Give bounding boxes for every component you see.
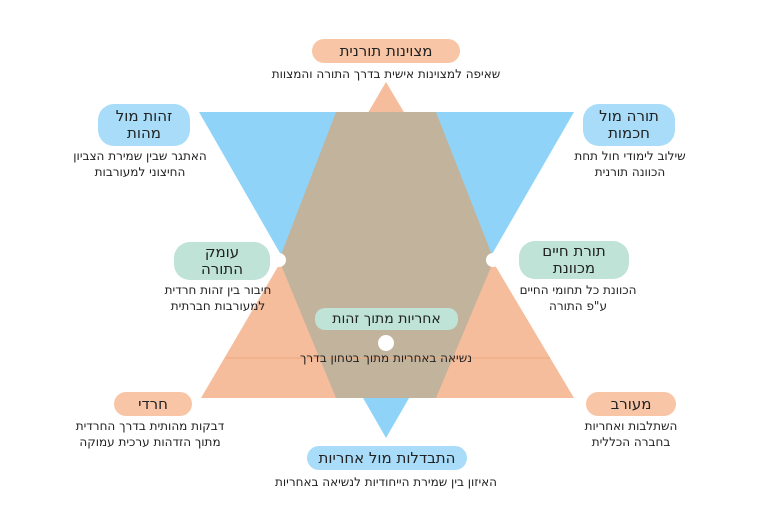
left-node xyxy=(272,253,286,267)
bottom-right-description: השתלבות ואחריות בחברה הכללית xyxy=(584,419,678,449)
mid-left-description: חיבור בין זהות חרדית למעורבות חברתית xyxy=(164,283,272,313)
top-label: מצוינות תורנית xyxy=(312,39,460,63)
top-right-description: שילוב לימודי חול תחת הכוונה תורנית xyxy=(574,149,686,179)
mid-left-label: עומק התורה xyxy=(174,242,270,280)
center-node xyxy=(378,335,394,351)
bottom-right-label: מעורב xyxy=(586,392,676,416)
top-left-description: האתגר שבין שמירת הצביון החיצוני למעורבות xyxy=(73,149,207,179)
bottom-label: התבדלות מול אחריות xyxy=(307,446,467,470)
mid-right-label: תורת חיים מכוונת xyxy=(519,241,629,279)
bottom-description: האיזון בין שמירת הייחודיות לנשיאה באחריו… xyxy=(275,475,497,489)
mid-right-description: הכוונת כל תחומי החיים ע"פ התורה xyxy=(519,283,637,313)
bottom-left-description: דבקות מהותית בדרך החרדית מתוך הזדהות ערכ… xyxy=(75,419,225,449)
top-left-label: זהות מול מהות xyxy=(98,104,190,146)
center-label: אחריות מתוך זהות xyxy=(315,308,458,330)
bottom-left-label: חרדי xyxy=(114,392,192,416)
top-right-label: תורה מול חכמות xyxy=(583,104,675,146)
top-description: שאיפה למצוינות אישית בדרך התורה והמצוות xyxy=(271,67,501,81)
right-node xyxy=(486,253,500,267)
center-description: נשיאה באחריות מתוך בטחון בדרך xyxy=(299,351,473,365)
